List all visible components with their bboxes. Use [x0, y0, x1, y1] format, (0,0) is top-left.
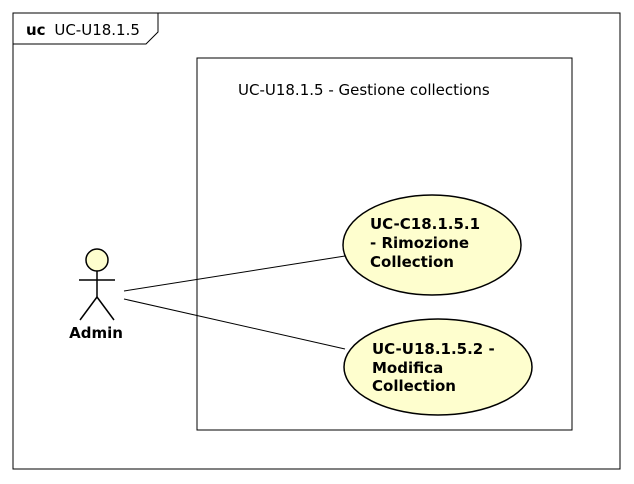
use-case-label: UC-U18.1.5.2 - Modifica Collection — [372, 340, 500, 395]
system-boundary — [196, 57, 573, 431]
actor-admin[interactable]: Admin — [69, 248, 123, 342]
frame-tab — [13, 13, 159, 45]
system-title: UC-U18.1.5 - Gestione collections — [238, 81, 490, 99]
use-case-ellipse — [343, 318, 533, 416]
frame-name: UC-U18.1.5 — [54, 21, 140, 39]
use-case-line: - Rimozione — [370, 234, 469, 252]
frame-keyword: uc — [26, 21, 46, 39]
actor-leg-left — [79, 296, 98, 321]
use-case-label: UC-C18.1.5.1 - Rimozione Collection — [370, 215, 485, 271]
use-case-modifica[interactable]: UC-U18.1.5.2 - Modifica Collection — [343, 318, 533, 416]
actor-label: Admin — [69, 324, 123, 342]
diagram-frame — [12, 12, 621, 470]
use-case-rimozione[interactable]: UC-C18.1.5.1 - Rimozione Collection — [342, 194, 522, 296]
use-case-line: UC-C18.1.5.1 — [370, 215, 480, 233]
use-case-line: Modifica — [372, 359, 443, 377]
actor-leg-right — [96, 296, 115, 321]
use-case-line: Collection — [372, 377, 456, 395]
association-line-2 — [123, 298, 346, 350]
actor-head — [85, 248, 109, 272]
use-case-line: Collection — [370, 253, 454, 271]
frame-label: uc UC-U18.1.5 — [26, 21, 140, 39]
use-case-ellipse — [342, 194, 522, 296]
use-case-line: UC-U18.1.5.2 - — [372, 340, 495, 358]
association-line-1 — [123, 255, 346, 292]
